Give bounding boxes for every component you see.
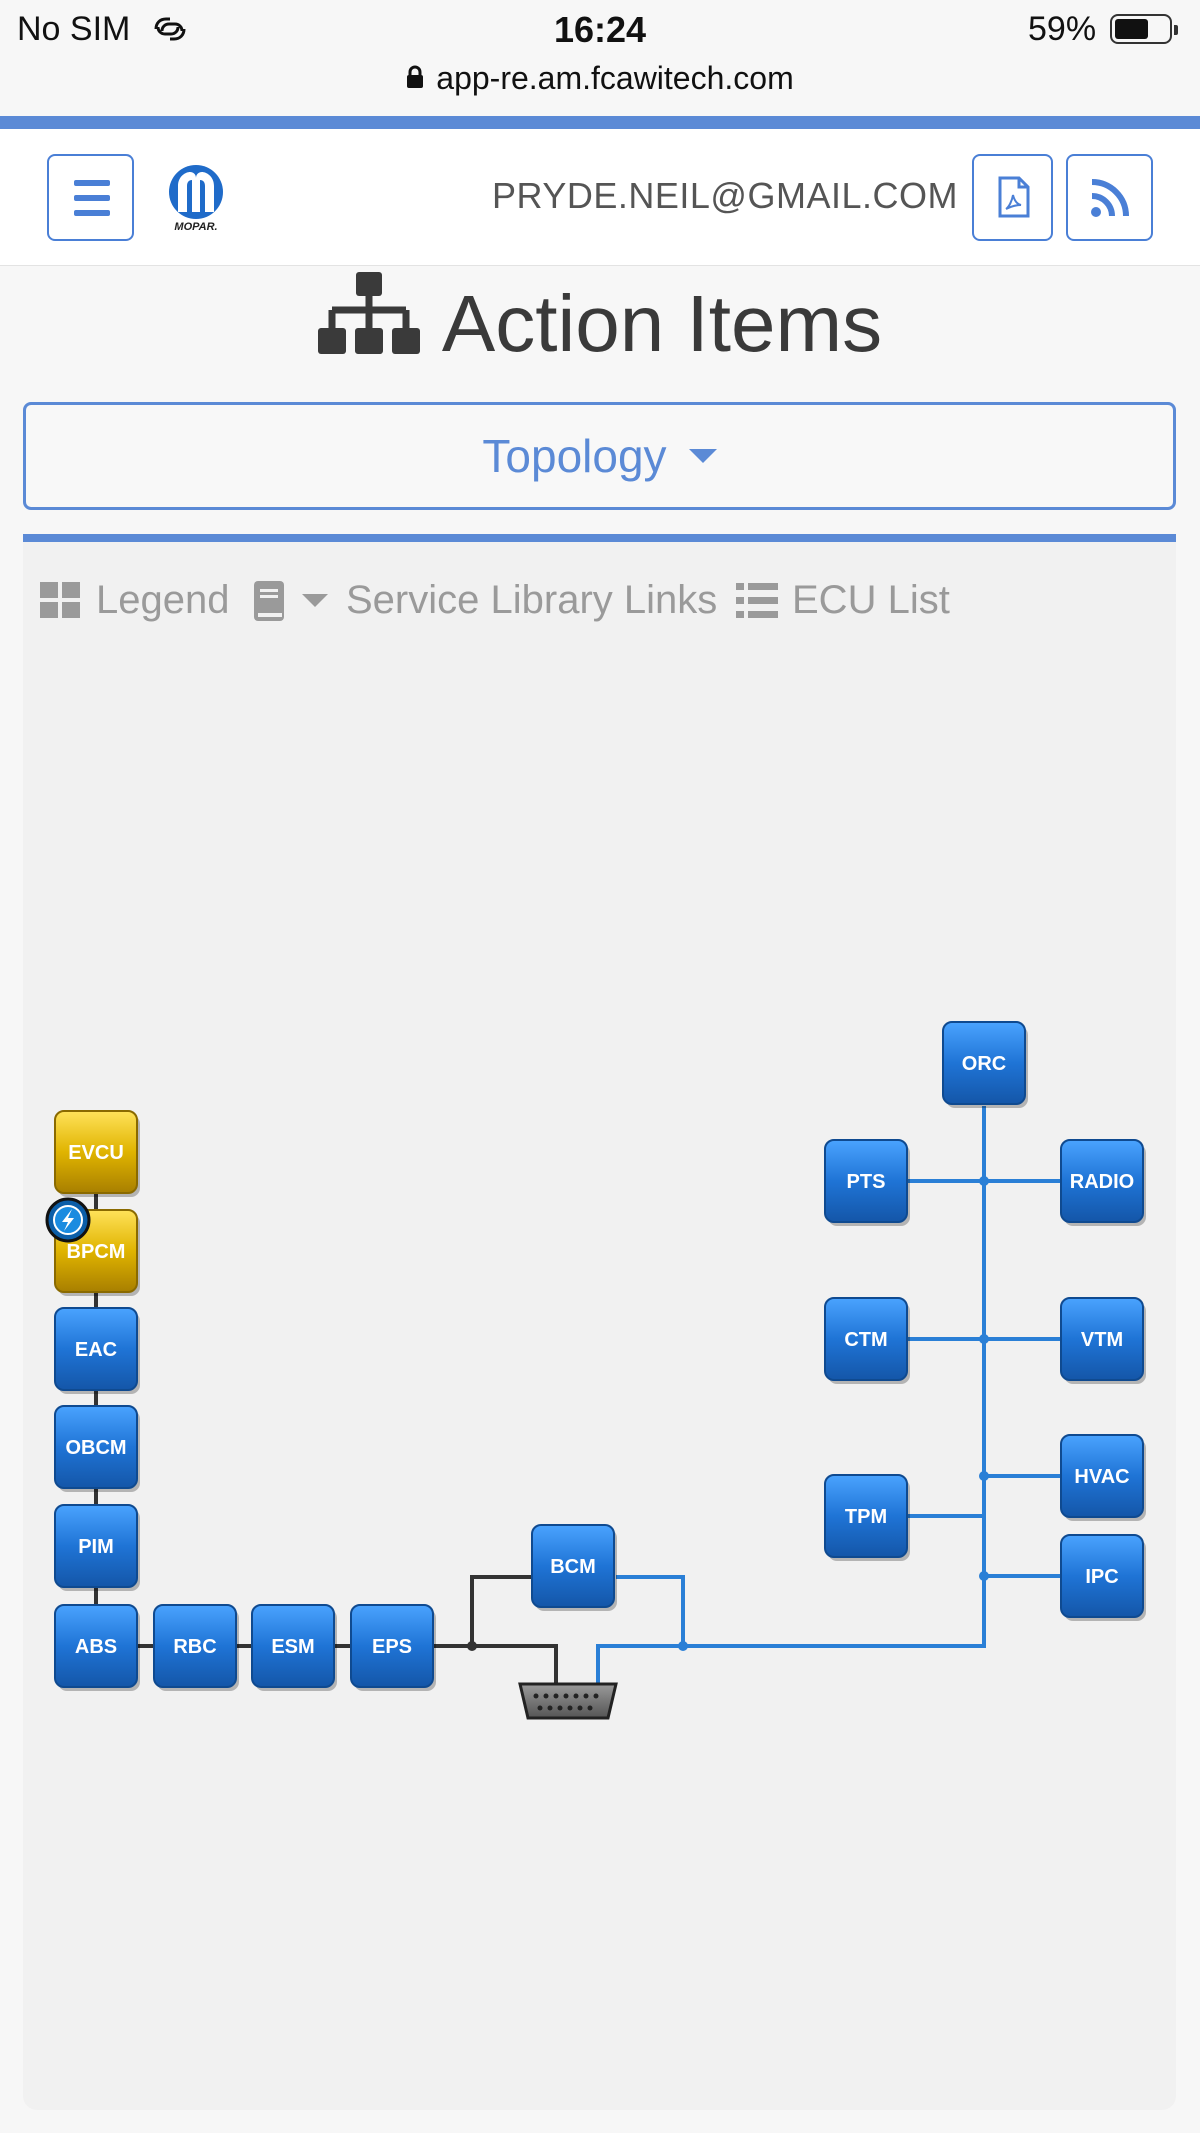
clock: 16:24 xyxy=(553,9,647,50)
module-label-ctm: CTM xyxy=(844,1329,887,1351)
lock-icon xyxy=(406,60,424,97)
list-icon xyxy=(736,582,778,618)
module-node-ipc[interactable]: IPC xyxy=(1060,1534,1146,1621)
app-header: MOPAR. PRYDE.NEIL@GMAIL.COM xyxy=(0,129,1200,266)
module-node-vtm[interactable]: VTM xyxy=(1060,1297,1146,1384)
module-label-rbc: RBC xyxy=(173,1636,216,1658)
module-node-ctm[interactable]: CTM xyxy=(824,1297,910,1384)
pdf-button[interactable] xyxy=(972,154,1053,241)
service-library-links-label: Service Library Links xyxy=(346,578,718,622)
module-label-tpm: TPM xyxy=(845,1506,887,1528)
status-bar: No SIM 16:24 59% xyxy=(0,0,1200,58)
sitemap-icon xyxy=(317,272,420,375)
module-node-hvac[interactable]: HVAC xyxy=(1060,1434,1146,1521)
bus-junction xyxy=(467,1641,477,1651)
module-node-orc[interactable]: ORC xyxy=(942,1021,1028,1108)
module-label-eac: EAC xyxy=(75,1339,117,1361)
caret-down-icon xyxy=(688,449,717,463)
module-label-bpcm: BPCM xyxy=(67,1241,126,1263)
menu-button[interactable] xyxy=(47,154,134,241)
module-node-abs[interactable]: ABS xyxy=(54,1604,140,1691)
module-label-orc: ORC xyxy=(962,1053,1006,1075)
module-node-esm[interactable]: ESM xyxy=(251,1604,337,1691)
module-label-abs: ABS xyxy=(75,1636,117,1658)
module-label-vtm: VTM xyxy=(1081,1329,1123,1351)
module-node-pts[interactable]: PTS xyxy=(824,1139,910,1226)
panel-accent xyxy=(23,534,1176,542)
accent-bar xyxy=(0,116,1200,129)
legend-label: Legend xyxy=(96,578,230,622)
grid-icon xyxy=(40,581,80,618)
book-icon xyxy=(254,580,284,621)
module-label-esm: ESM xyxy=(271,1636,314,1658)
battery-icon xyxy=(1110,14,1178,44)
bus-junctions xyxy=(678,1176,989,1651)
module-label-pim: PIM xyxy=(78,1536,114,1558)
mopar-logo[interactable]: MOPAR. xyxy=(158,162,234,233)
url-text: app-re.am.fcawitech.com xyxy=(436,60,794,97)
caret-down-icon xyxy=(302,593,328,607)
flash-update-badge-icon[interactable] xyxy=(45,1197,91,1243)
rss-button[interactable] xyxy=(1066,154,1153,241)
module-label-ipc: IPC xyxy=(1085,1566,1118,1588)
page-title-text: Action Items xyxy=(441,278,883,368)
page-title: Action Items xyxy=(0,272,1200,375)
module-node-pim[interactable]: PIM xyxy=(54,1504,140,1591)
module-node-bcm[interactable]: BCM xyxy=(531,1524,617,1611)
pdf-file-icon xyxy=(998,176,1030,223)
module-node-rbc[interactable]: RBC xyxy=(153,1604,239,1691)
module-node-radio[interactable]: RADIO xyxy=(1060,1139,1146,1226)
module-label-hvac: HVAC xyxy=(1074,1466,1129,1488)
module-nodes: EVCU BPCM EAC OBCM PIM ABS RBC ESM EPS BCM ORC PTS R… xyxy=(54,1021,1146,1691)
legend-button[interactable]: Legend xyxy=(40,578,229,623)
module-label-obcm: OBCM xyxy=(65,1437,126,1459)
module-node-evcu[interactable]: EVCU xyxy=(54,1110,140,1197)
link-icon xyxy=(152,14,188,49)
mopar-logo-text: MOPAR. xyxy=(174,221,217,232)
battery-percent: 59% xyxy=(1028,10,1097,48)
module-node-eps[interactable]: EPS xyxy=(350,1604,436,1691)
module-label-radio: RADIO xyxy=(1070,1171,1134,1193)
service-library-links-dropdown[interactable]: Service Library Links xyxy=(254,578,717,623)
ecu-list-label: ECU List xyxy=(792,578,950,622)
module-label-evcu: EVCU xyxy=(68,1142,124,1164)
module-node-obcm[interactable]: OBCM xyxy=(54,1405,140,1492)
carrier-label: No SIM xyxy=(17,10,131,48)
ecu-list-button[interactable]: ECU List xyxy=(736,578,950,623)
view-select-dropdown[interactable]: Topology xyxy=(23,402,1176,510)
view-select-value: Topology xyxy=(482,430,667,482)
module-label-bcm: BCM xyxy=(550,1556,596,1578)
obd-connector-icon[interactable] xyxy=(518,1682,618,1720)
module-node-eac[interactable]: EAC xyxy=(54,1307,140,1394)
module-label-eps: EPS xyxy=(372,1636,412,1658)
rss-feed-icon xyxy=(1090,178,1130,223)
url-bar[interactable]: app-re.am.fcawitech.com xyxy=(0,58,1200,116)
module-node-tpm[interactable]: TPM xyxy=(824,1474,910,1561)
user-email[interactable]: PRYDE.NEIL@GMAIL.COM xyxy=(492,175,958,216)
module-label-pts: PTS xyxy=(847,1171,886,1193)
